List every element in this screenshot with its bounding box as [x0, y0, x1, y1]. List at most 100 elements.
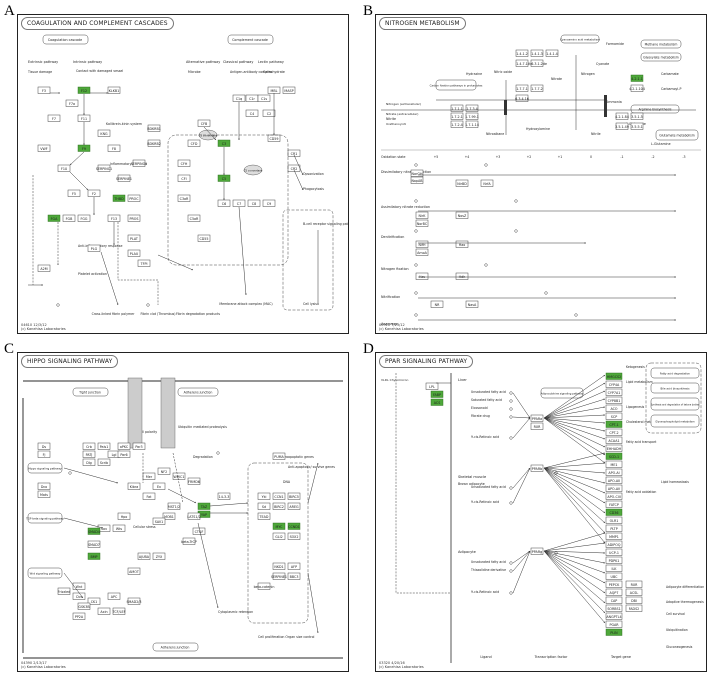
enzyme-node-4-2-1-84-label: 4.2.1.84: [615, 115, 629, 119]
gene-node-tfpi: [137, 259, 151, 267]
inflammatory-label: Inflammatory response: [110, 162, 147, 166]
gene-node-c4-label: C4: [250, 112, 254, 116]
nucleus-region: [247, 462, 309, 624]
protein-node-apkc: [117, 442, 131, 450]
protein-node-ex: [152, 482, 166, 490]
carbamate-label: Carbamate: [661, 72, 679, 76]
ligand-compound-3: [509, 415, 513, 419]
arrow-head: [223, 173, 225, 175]
gene-node-scp: [605, 412, 623, 420]
protein-node-pals1: [97, 442, 111, 450]
gene-node-cpt-2-label: CPT-2: [609, 431, 618, 435]
connector-line: [512, 550, 531, 572]
gene-node-plat: [127, 234, 141, 242]
arrow-head: [603, 452, 605, 455]
gene-node-fgg: [77, 214, 91, 222]
connector-line: [543, 550, 606, 564]
protein-node-ck1: [87, 597, 101, 605]
gene-node-angptl4-label: ANGPTL4: [606, 615, 621, 619]
connector-line: [543, 550, 606, 594]
protein-node-kibra-label: Kibra: [130, 485, 139, 489]
oxidation-state-5: 0: [590, 155, 592, 159]
ligand-compound-8: [509, 569, 513, 573]
connector-line: [543, 382, 606, 419]
enzyme-node-1-4-1-4-label: 1.4.1.4: [546, 52, 558, 56]
ligand-compound-4: [509, 436, 513, 440]
gene-node-proc: [127, 194, 141, 202]
classical-pathway-label: Classical pathway: [223, 60, 253, 64]
gene-node-acsl: [625, 588, 643, 596]
hippo-map: [27, 462, 63, 474]
mac-label: Membrane attack complex (MAC): [219, 302, 272, 306]
protein-node-lats1-2: [187, 512, 201, 520]
ligand-compound-0: [509, 391, 513, 395]
section-label-4: Nitrification: [381, 295, 400, 299]
gene-node-pgar: [605, 620, 623, 628]
lectin-pathway-label: Lectin pathway: [258, 60, 284, 64]
protein-node-mst1-2: [167, 502, 181, 510]
gene-node-c6-label: C6: [222, 202, 226, 206]
panel-b-copyright: 00910 7/23/12 (c) Kanehisa Laboratories: [379, 323, 424, 331]
gene-node-fads2: [625, 604, 643, 612]
connector-line: [167, 488, 197, 504]
gene-node-tfpi-label: TFPI: [140, 262, 148, 266]
gene-node-rxr-label: RXR: [631, 583, 639, 587]
gene-node-a2m: [37, 264, 51, 272]
gene-node-c4: [245, 109, 259, 117]
gene-node-c1r-label: C1r: [249, 97, 255, 101]
protein-node-smad4-label: SMAD4: [88, 530, 100, 534]
enzyme-node-1-7-1-1-label: 1.7.1.1: [451, 107, 463, 111]
gene-node-fgg-label: FGG: [80, 217, 87, 221]
arrow-head: [603, 462, 605, 464]
retinoic-acid-1: 9-cis-Retinoic acid: [471, 500, 499, 504]
enzyme-node-napab-label: NapAB: [411, 179, 423, 183]
protein-node-bmp: [87, 552, 101, 560]
arrow-head: [301, 188, 304, 190]
enzyme-node-3-5-1-5-label: 3.5.1.5: [631, 115, 643, 119]
arrow-head: [603, 541, 605, 543]
gene-node-pparb: [530, 464, 544, 472]
section-label-2: Denitrification: [381, 235, 404, 239]
enzyme-node-1-7-7-2-label: 1.7.7.2: [531, 87, 543, 91]
gene-node-f7a-label: F7a: [69, 102, 75, 106]
connector-line: [543, 467, 606, 534]
tissue-damage-label: Tissue damage: [27, 70, 52, 74]
arrow-head: [603, 561, 605, 564]
unsaturated-fa-2: Unsaturated fatty acid: [471, 560, 506, 564]
adipocyte-diff-label: Adipocyte differentiation: [666, 585, 704, 589]
gene-node-klkb1-label: KLKB1: [109, 89, 120, 93]
section-label-0: Dissimilatory nitrate reduction: [381, 170, 431, 174]
gene-node-proc-label: PROC: [129, 197, 139, 201]
enzyme-node-1-7-2-4: [450, 120, 464, 128]
enzyme-node-hdh: [455, 272, 469, 280]
gene-node-hmgcs2: [605, 372, 623, 380]
gluconeogenesis-label: Gluconeogenesis: [666, 645, 693, 649]
enzyme-node-1-7-3-4: [465, 104, 479, 112]
compound-11: [574, 313, 578, 317]
protein-node-amot-label: AMOT: [129, 570, 140, 574]
protein-node-nf2-label: NF2: [161, 470, 167, 474]
nitrate-label: Nitrate: [551, 77, 562, 81]
gene-node-f11-label: F11: [81, 117, 87, 121]
protein-node-mats: [37, 490, 51, 498]
gene-node-apo-aii-label: APO-AII: [608, 479, 620, 483]
connector-line: [543, 550, 606, 584]
compound-7: [484, 263, 488, 267]
gene-node-ilk: [605, 564, 623, 572]
protein-node-smad2-3: [127, 597, 141, 605]
panel-letter-c: C: [4, 341, 15, 357]
tgf-beta-map: [27, 512, 63, 524]
protein-node-crb: [82, 442, 96, 450]
oxidation-state-4: +1: [558, 155, 563, 159]
gene-node-vwf-label: VWF: [40, 147, 48, 151]
gene-node-mmp1: [605, 532, 623, 540]
gene-node-vwf: [37, 144, 51, 152]
arrow-head: [223, 198, 225, 200]
protein-node-ccnd1: [287, 522, 301, 530]
gene-node-pepck-label: PEPCK: [609, 583, 620, 587]
protein-node-tcf-lef-label: TCF/LEF: [112, 610, 126, 614]
enzyme-node-6-3-4-16: [515, 94, 529, 102]
panel-d-copyright: 03320 4/20/16 (c) Kanehisa Laboratories: [379, 661, 424, 669]
cyanoamino-label: Cyanoamino acid metabolism: [560, 38, 600, 42]
gene-node-rxr: [530, 422, 544, 430]
